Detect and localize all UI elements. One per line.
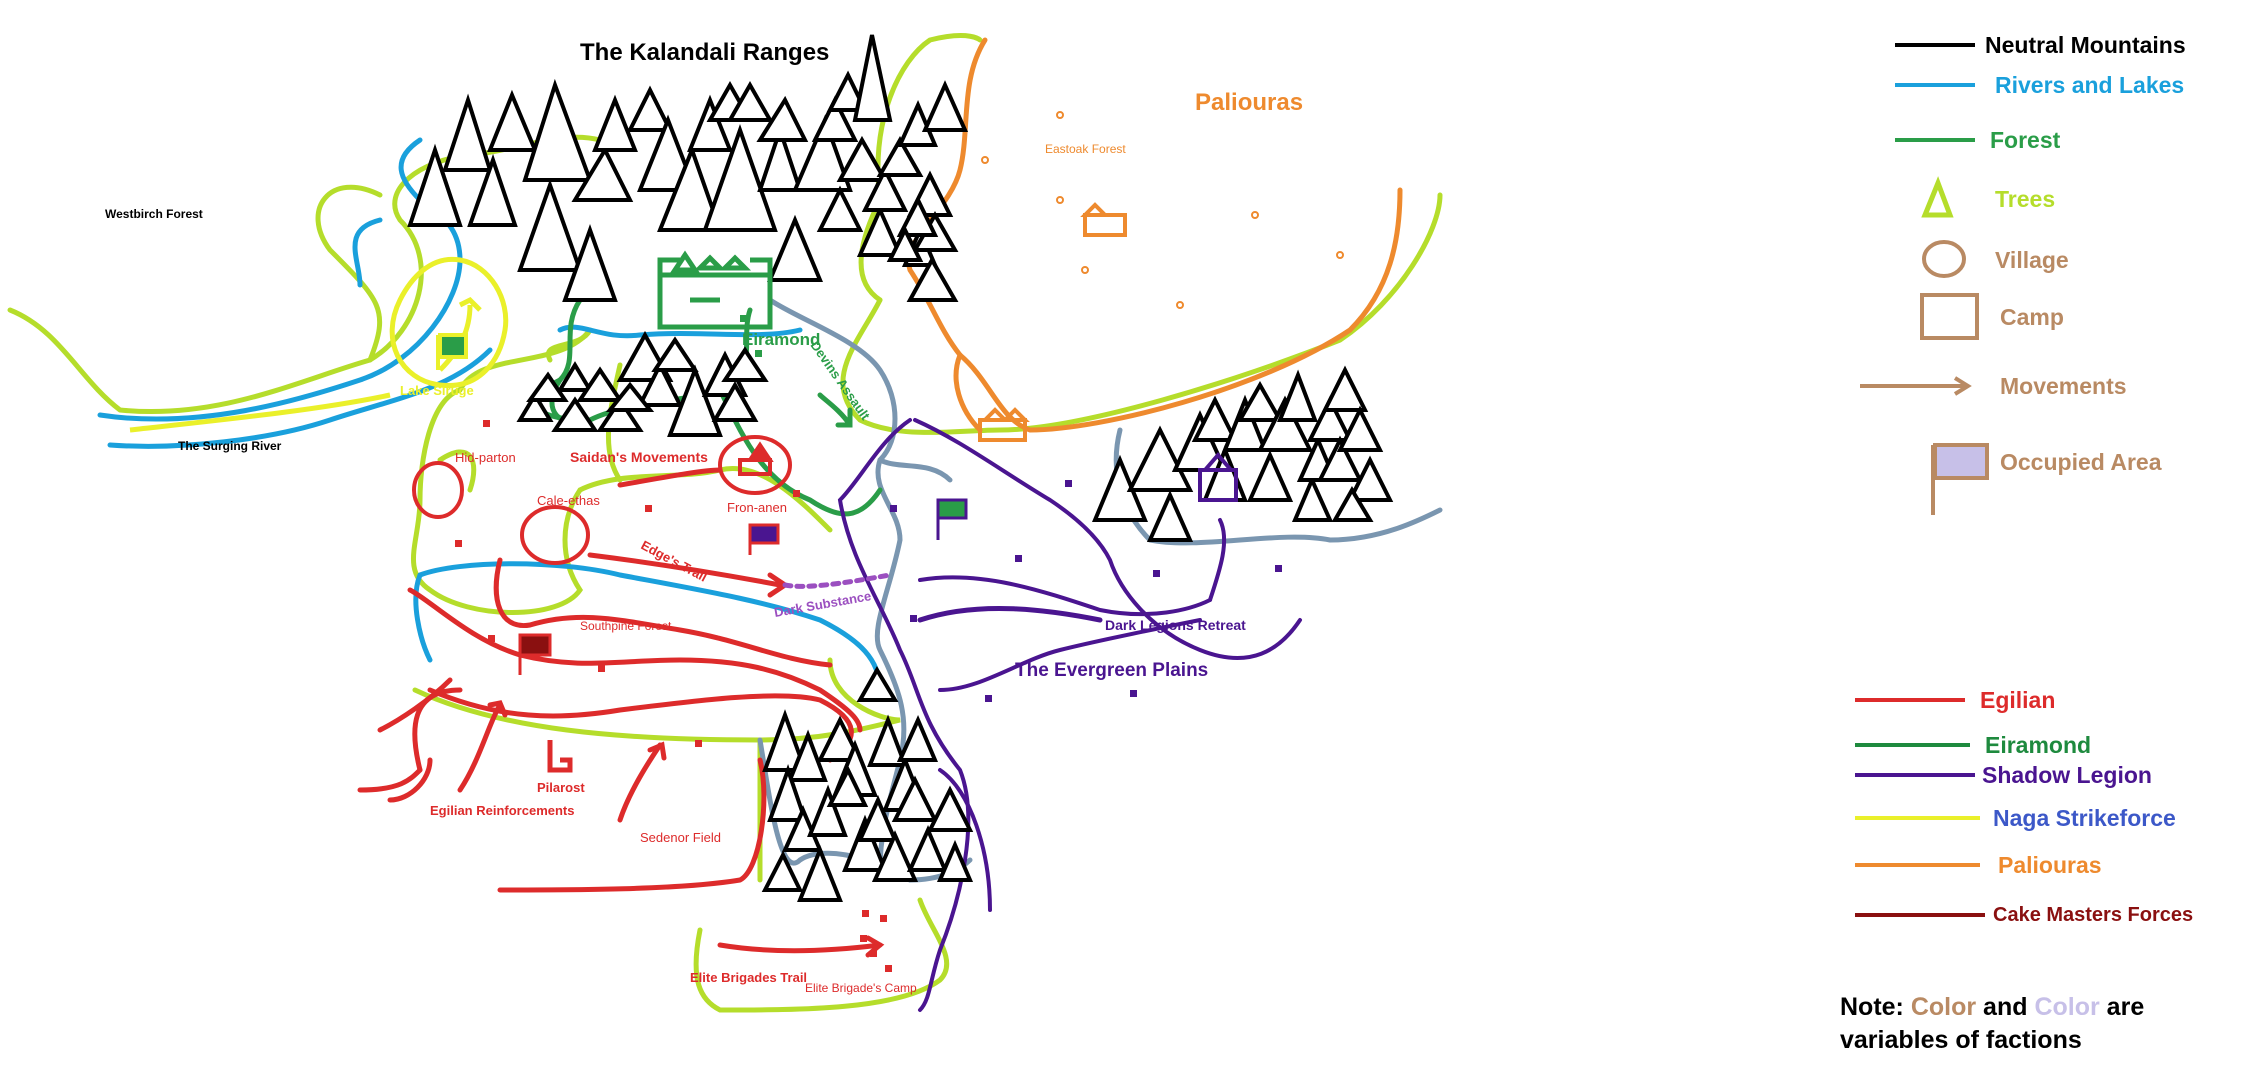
legend-note: Note: Color and Color are [1840,993,2144,1021]
unit-markers [455,315,1282,972]
legend-movements: Movements [2000,373,2127,399]
eiramond-castle-icon [657,250,773,330]
move-dark-substance: Dark Substance [773,588,872,620]
place-eiramond: Eiramond [742,330,820,349]
legend-village: Village [1995,247,2069,273]
legend-naga: Naga Strikeforce [1993,805,2176,831]
legend-note-line2: variables of factions [1840,1026,2082,1054]
place-pilarost: Pilarost [537,780,585,795]
egilian-villages [412,435,792,565]
move-elite-trail: Elite Brigades Trail [690,970,807,985]
shadow-legion-borders [837,418,1302,1012]
village-markers [981,111,1344,309]
arrow-icon [1953,376,1972,396]
tree-icon [1921,176,1954,218]
place-fronanen: Fron-anen [727,500,787,515]
lake-label: Lake Siruge [400,383,474,398]
village-icon [1922,240,1966,278]
legend: Neutral Mountains Rivers and Lakes Fores… [1840,32,2193,1054]
legend-shadow-legion: Shadow Legion [1982,762,2152,788]
region-westbirch: Westbirch Forest [105,207,203,221]
map-title: The Kalandali Ranges [580,39,829,66]
legend-cake-masters: Cake Masters Forces [1993,904,2193,926]
move-dark-legions: Dark Legions Retreat [1105,617,1246,633]
river-label: The Surging River [178,439,282,453]
legend-camp: Camp [2000,304,2064,330]
movement-arrows [377,392,1103,958]
flag-icon [1933,443,1989,480]
legend-paliouras: Paliouras [1998,852,2102,878]
place-elite-camp: Elite Brigade's Camp [805,981,917,995]
egilian-borders [357,557,863,893]
region-evergreen: The Evergreen Plains [1015,660,1208,681]
region-paliouras: Paliouras [1195,89,1303,116]
legend-trees: Trees [1995,186,2055,212]
region-southpine: Southpine Forest [580,619,672,633]
legend-egilian: Egilian [1980,687,2055,713]
occupied-flags [518,498,968,773]
eastoak-village-icon [1080,202,1127,237]
move-egilian-reinforcements: Egilian Reinforcements [430,803,574,818]
region-eastoak: Eastoak Forest [1045,142,1126,156]
legend-occupied: Occupied Area [2000,449,2162,475]
rivers [97,137,883,693]
paliouras-borders [906,37,1403,433]
place-caleethas: Cale-ethas [537,493,600,508]
legend-rivers: Rivers and Lakes [1995,72,2184,98]
region-sedenor: Sedenor Field [640,830,721,845]
legend-neutral-mountains: Neutral Mountains [1985,32,2186,58]
neutral-mountains [407,34,1394,902]
orange-camp-icon [978,407,1030,442]
legend-eiramond: Eiramond [1985,732,2091,758]
place-hidparton: Hid-parton [455,450,516,465]
legend-forest: Forest [1990,127,2061,153]
move-saidan: Saidan's Movements [570,449,708,465]
camp-icon [1920,293,1979,340]
lake-siruge [129,256,509,433]
shadow-camp-icon [1198,451,1238,502]
